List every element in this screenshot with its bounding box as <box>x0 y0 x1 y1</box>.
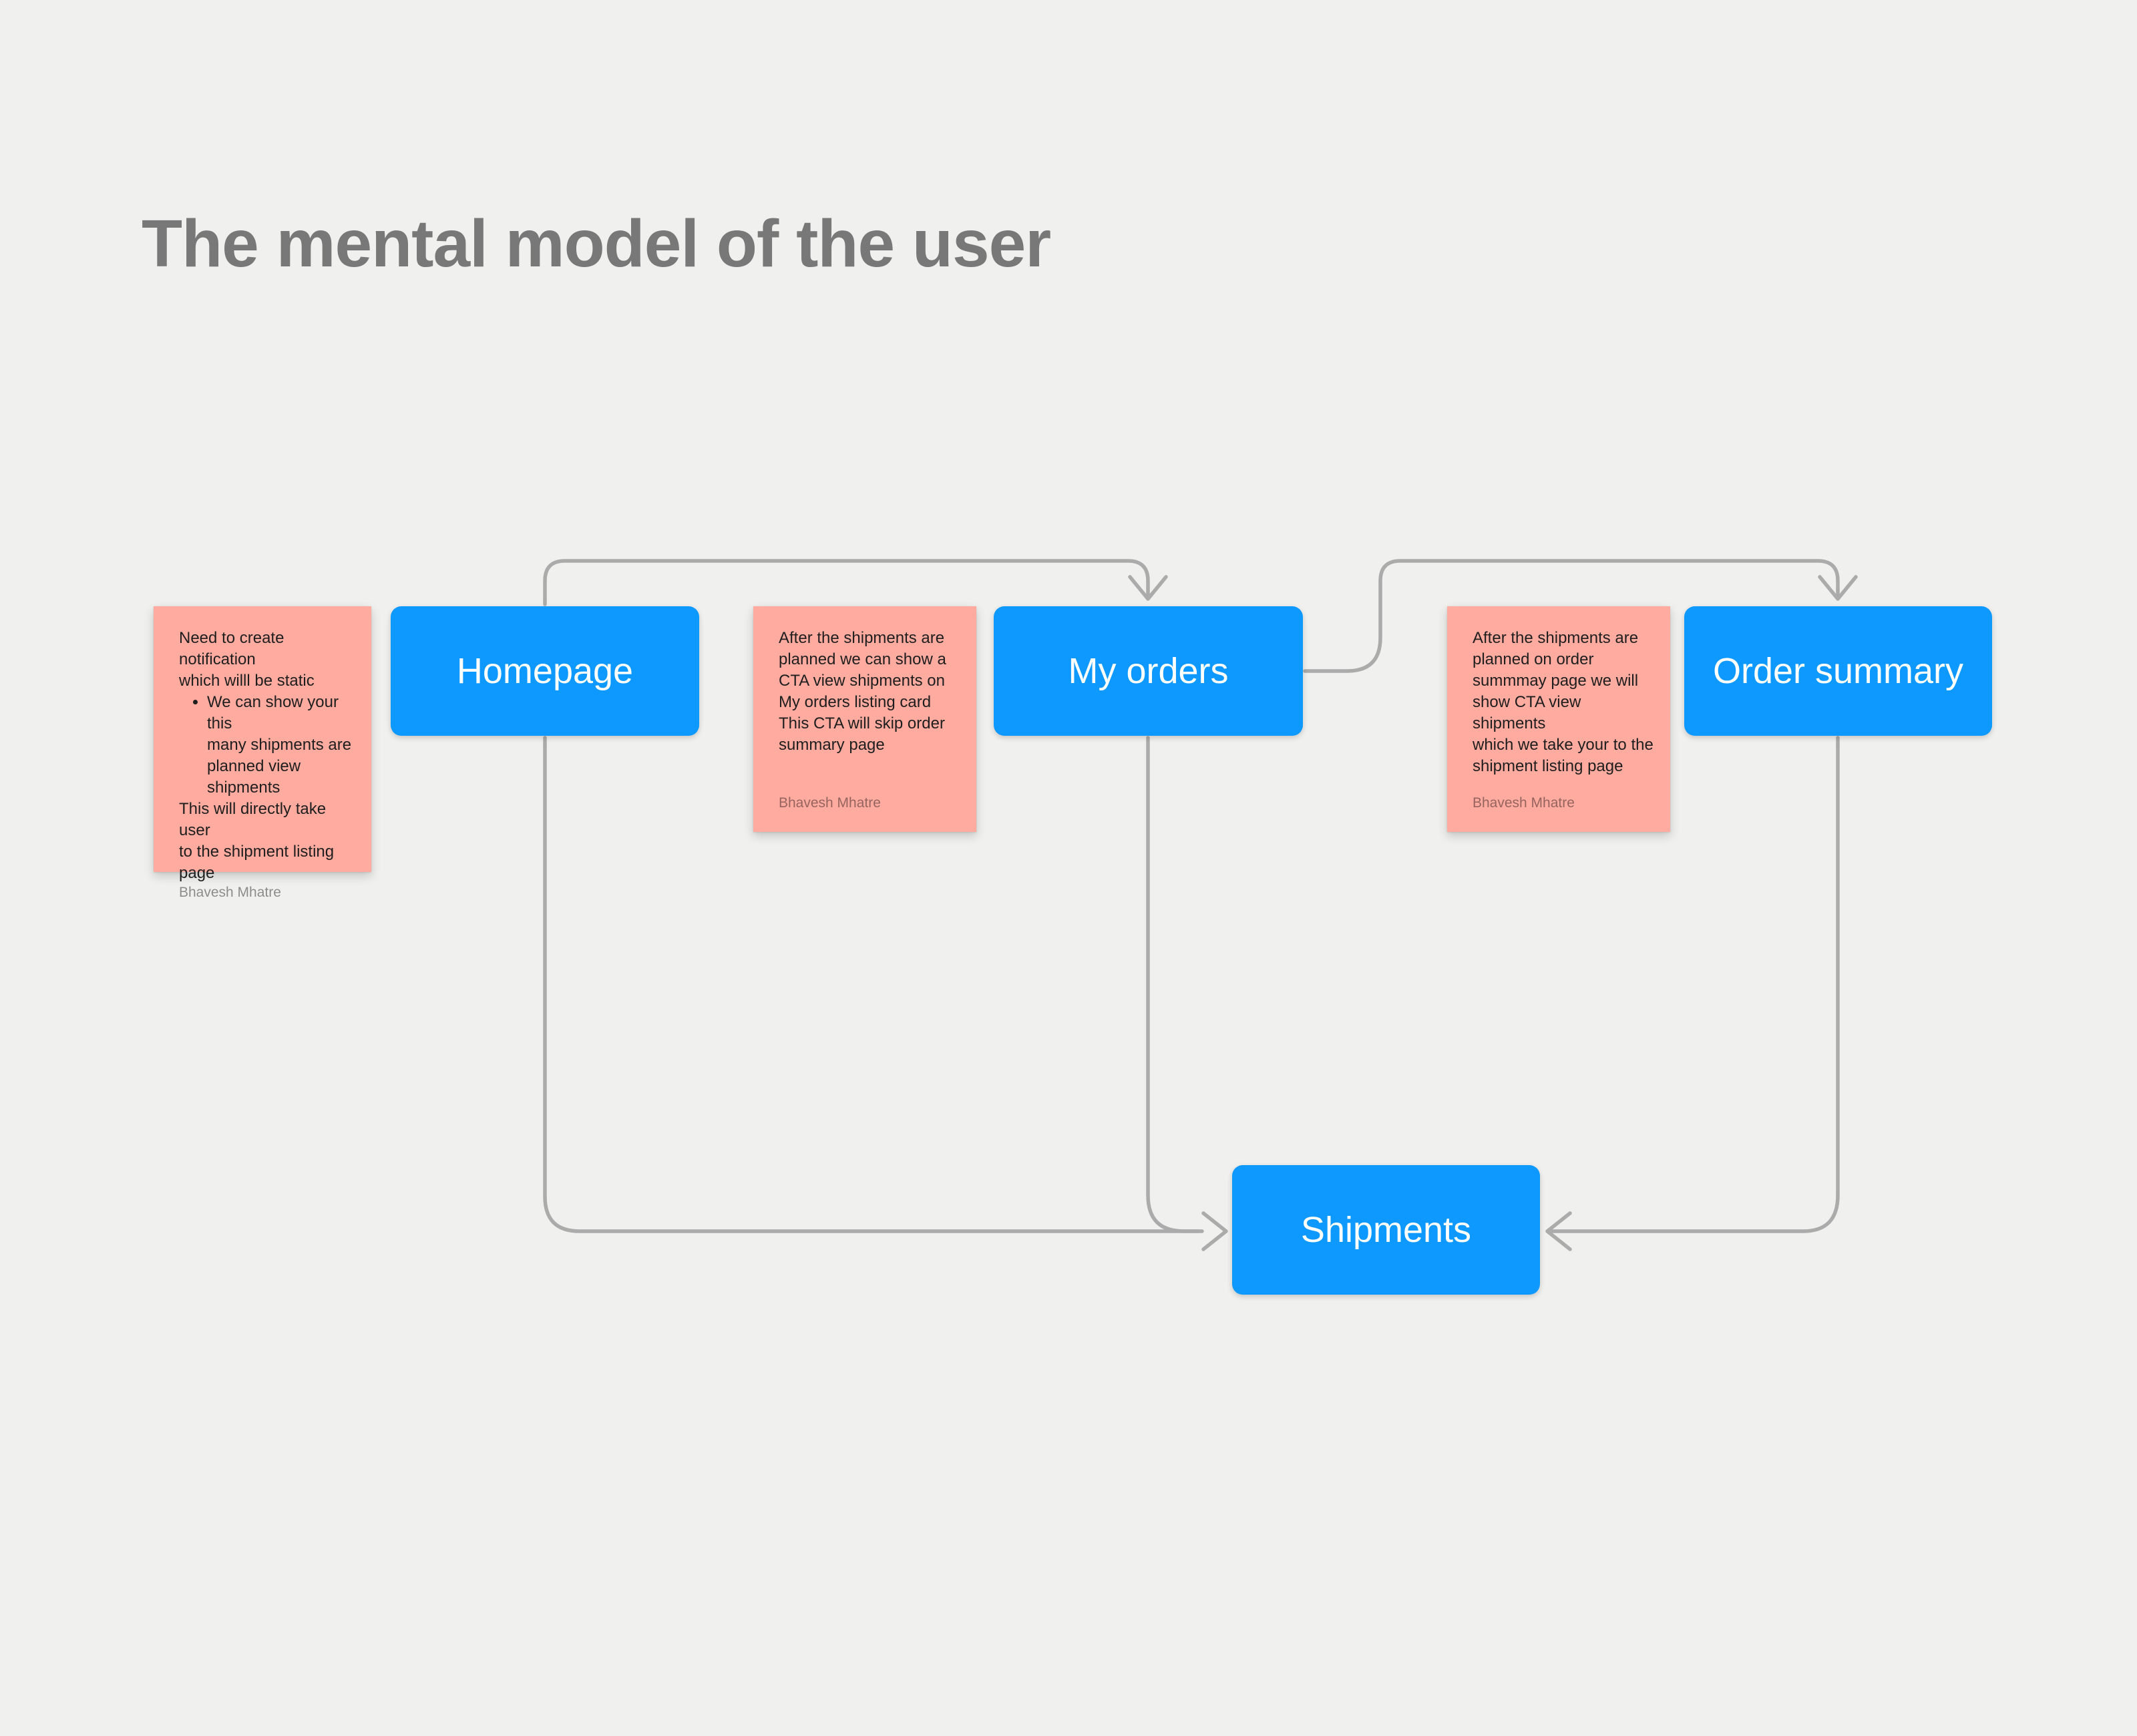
sticky-text: Need to create notification which willl … <box>179 629 315 690</box>
sticky-note-body: After the shipments are planned we can s… <box>779 628 962 756</box>
node-label: My orders <box>1068 651 1229 691</box>
sticky-note-body: After the shipments are planned on order… <box>1473 628 1656 777</box>
sticky-text: After the shipments are planned we can s… <box>779 629 946 754</box>
node-order-summary[interactable]: Order summary <box>1684 606 1992 736</box>
connector-order-summary-to-shipments[interactable] <box>1545 736 1840 1251</box>
sticky-author: Bhavesh Mhatre <box>1473 795 1575 811</box>
node-label: Order summary <box>1712 651 1964 691</box>
node-label: Homepage <box>456 651 634 691</box>
sticky-text: This will directly take user to the ship… <box>179 800 335 882</box>
sticky-note-my-orders[interactable]: After the shipments are planned we can s… <box>753 606 976 832</box>
connector-homepage-to-shipments[interactable] <box>543 736 1228 1251</box>
connector-homepage-to-my-orders[interactable] <box>543 559 1168 606</box>
sticky-note-body: Need to create notification which willl … <box>179 628 357 884</box>
node-homepage[interactable]: Homepage <box>391 606 699 736</box>
sticky-bullet-item: We can show your this many shipments are… <box>207 692 357 799</box>
sticky-note-order-summary[interactable]: After the shipments are planned on order… <box>1447 606 1670 832</box>
sticky-bullet-list: We can show your this many shipments are… <box>179 692 357 799</box>
node-shipments[interactable]: Shipments <box>1232 1165 1540 1295</box>
node-my-orders[interactable]: My orders <box>994 606 1303 736</box>
page-title[interactable]: The mental model of the user <box>142 206 1051 281</box>
connector-my-orders-to-order-summary[interactable] <box>1303 559 1858 673</box>
connector-my-orders-to-shipments[interactable] <box>1146 736 1204 1233</box>
sticky-author: Bhavesh Mhatre <box>179 885 281 900</box>
node-label: Shipments <box>1300 1210 1472 1250</box>
sticky-author: Bhavesh Mhatre <box>779 795 881 811</box>
sticky-note-homepage[interactable]: Need to create notification which willl … <box>154 606 371 900</box>
sticky-text: After the shipments are planned on order… <box>1473 629 1654 775</box>
